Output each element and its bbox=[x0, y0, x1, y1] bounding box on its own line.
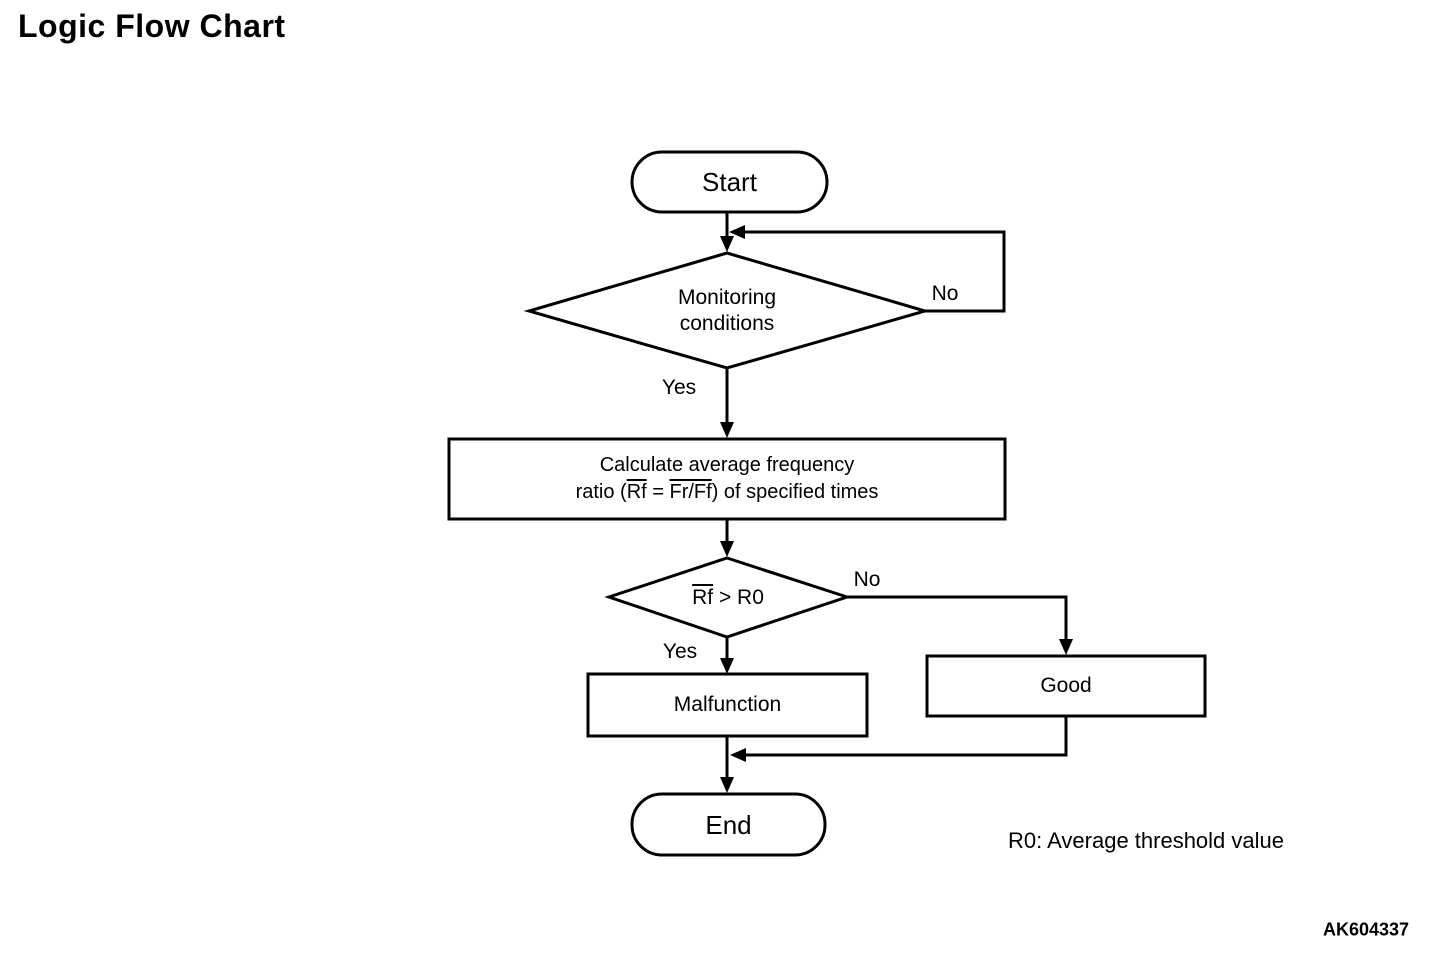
calculate-line2-frff-overline: Fr/Ff bbox=[669, 481, 712, 503]
arrowhead-malfunction-top bbox=[720, 658, 734, 674]
threshold-note: R0: Average threshold value bbox=[1008, 828, 1284, 853]
figure-code: AK604337 bbox=[1323, 919, 1410, 940]
calculate-line2: ratio (Rf = Fr/Ff) of specified times bbox=[576, 479, 879, 506]
rf-decision-label: Rf > R0 bbox=[609, 558, 847, 637]
calculate-line2-rf-overline: Rf bbox=[626, 481, 647, 503]
arrowhead-decision-top bbox=[720, 541, 734, 557]
decision-rest: > R0 bbox=[713, 585, 764, 609]
monitoring-no-label: No bbox=[931, 282, 959, 305]
rf-decision-text: Rf > R0 bbox=[692, 585, 764, 611]
calculate-node-shape bbox=[447, 437, 1007, 521]
page-title: Logic Flow Chart bbox=[18, 8, 286, 44]
arrowhead-monitoring-top bbox=[720, 236, 734, 252]
edge-monitoring-no-loop bbox=[745, 230, 1006, 313]
malfunction-node-shape bbox=[586, 672, 869, 738]
monitoring-yes-label: Yes bbox=[661, 376, 697, 399]
calculate-line2-post: ) of specified times bbox=[711, 481, 879, 503]
end-node-label: End bbox=[705, 809, 752, 840]
monitoring-node-label: Monitoring conditions bbox=[677, 285, 777, 335]
arrowhead-calculate-top bbox=[720, 422, 734, 438]
good-node-label: Good bbox=[1040, 674, 1092, 697]
edge-decision-no bbox=[847, 595, 1068, 641]
good-node-shape bbox=[925, 654, 1207, 718]
calculate-line1: Calculate average frequency bbox=[599, 454, 855, 476]
monitoring-decision-shape bbox=[523, 251, 931, 370]
calculate-line2-pre: ratio ( bbox=[575, 481, 627, 503]
decision-rf-overline: Rf bbox=[692, 585, 714, 609]
arrowhead-end-top bbox=[720, 777, 734, 793]
edge-good-return bbox=[746, 716, 1068, 757]
malfunction-node-label: Malfunction bbox=[673, 693, 782, 716]
arrowhead-good-top bbox=[1059, 639, 1073, 655]
calculate-line2-eq: = bbox=[646, 481, 670, 503]
end-node-shape bbox=[630, 792, 827, 857]
decision-yes-label: Yes bbox=[662, 640, 698, 663]
rf-decision-shape bbox=[604, 556, 852, 639]
decision-no-label: No bbox=[853, 568, 881, 591]
calculate-node-label: Calculate average frequency ratio (Rf = … bbox=[449, 439, 1005, 519]
arrowhead-no-loop bbox=[729, 225, 745, 239]
start-node-shape bbox=[630, 150, 829, 214]
start-node-label: Start bbox=[702, 167, 757, 197]
arrowhead-good-return bbox=[730, 748, 746, 762]
